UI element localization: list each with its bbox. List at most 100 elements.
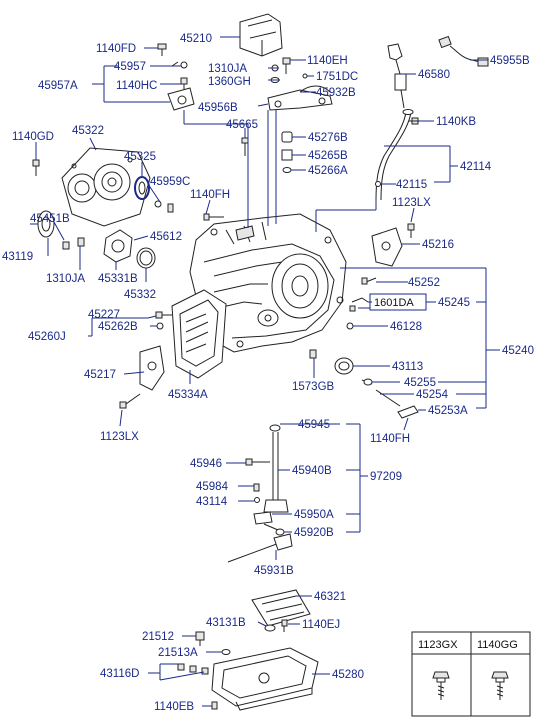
label-45334A[interactable]: 45334A <box>168 389 208 401</box>
label-1123LX-bot[interactable]: 1123LX <box>100 431 139 443</box>
label-43113[interactable]: 43113 <box>392 361 423 373</box>
bolt-1140GD-drawing <box>32 159 40 176</box>
label-1140FH-bot[interactable]: 1140FH <box>370 433 410 445</box>
label-45325[interactable]: 45325 <box>124 151 156 163</box>
label-1140HC[interactable]: 1140HC <box>116 80 157 92</box>
part-labels: 45210 1140FD 45957 45957A 1140HC 1310JA … <box>2 33 534 713</box>
seal-45325-drawing <box>134 176 150 200</box>
label-45945[interactable]: 45945 <box>298 419 330 431</box>
clip-45959C-drawing <box>154 200 174 213</box>
bolt-45227-drawing <box>155 311 172 330</box>
filter-46321-drawing <box>251 589 311 627</box>
label-43116D[interactable]: 43116D <box>100 668 139 680</box>
label-45217[interactable]: 45217 <box>84 369 116 381</box>
bracket-45957A-drawing <box>167 87 195 111</box>
filler-tube-42114-drawing <box>375 109 420 201</box>
fasteners-45665-drawing <box>241 131 293 173</box>
label-45216[interactable]: 45216 <box>422 239 454 251</box>
label-45253A[interactable]: 45253A <box>428 405 468 417</box>
label-46128[interactable]: 46128 <box>390 321 422 333</box>
label-1310JA-left[interactable]: 1310JA <box>46 273 85 285</box>
label-45950A[interactable]: 45950A <box>294 509 334 521</box>
label-43131B[interactable]: 43131B <box>206 617 246 629</box>
label-45276B[interactable]: 45276B <box>308 132 348 144</box>
label-46321[interactable]: 46321 <box>314 591 346 603</box>
legend-col2-header: 1140GG <box>477 639 518 651</box>
label-45946[interactable]: 45946 <box>190 458 222 470</box>
label-1123LX-top[interactable]: 1123LX <box>392 197 431 209</box>
label-45332[interactable]: 45332 <box>124 289 156 301</box>
label-45252[interactable]: 45252 <box>408 277 440 289</box>
cable-bracket-45932B-drawing <box>267 85 333 111</box>
plug-1573GB-drawing <box>309 349 317 359</box>
label-45931B[interactable]: 45931B <box>254 565 294 577</box>
label-43119[interactable]: 43119 <box>2 251 33 263</box>
bolt-1123GX-icon <box>432 671 450 700</box>
label-45265B[interactable]: 45265B <box>308 150 348 162</box>
sensor-46580-drawing <box>387 43 407 109</box>
bolt-1140FD-drawing <box>157 43 167 56</box>
bolt-1140GG-icon <box>491 671 509 700</box>
label-1601DA[interactable]: 1601DA <box>374 297 414 309</box>
label-45940B[interactable]: 45940B <box>292 465 332 477</box>
cover-45322-drawing <box>61 147 151 227</box>
label-45322[interactable]: 45322 <box>72 125 104 137</box>
label-45612[interactable]: 45612 <box>150 231 182 243</box>
pump-45331B-drawing <box>103 229 156 269</box>
label-1140EJ[interactable]: 1140EJ <box>302 619 340 631</box>
shift-shaft-45940B-drawing <box>245 424 289 513</box>
fastener-cluster-top-drawing <box>270 57 308 83</box>
label-45955B[interactable]: 45955B <box>490 55 530 67</box>
label-1140FH-mid[interactable]: 1140FH <box>190 189 230 201</box>
label-45932B[interactable]: 45932B <box>316 87 356 99</box>
clip-45957-drawing <box>171 61 188 69</box>
valve-body-45334A-drawing <box>171 289 227 379</box>
label-45331B[interactable]: 45331B <box>98 273 138 285</box>
cable-rod-45931B-drawing <box>227 533 293 563</box>
leader-lines <box>30 36 500 707</box>
label-1751DC[interactable]: 1751DC <box>316 71 358 83</box>
label-1140EB[interactable]: 1140EB <box>154 701 194 713</box>
label-1140FD[interactable]: 1140FD <box>96 43 136 55</box>
label-1140EH[interactable]: 1140EH <box>307 55 348 67</box>
label-21513A[interactable]: 21513A <box>158 647 198 659</box>
label-45266A[interactable]: 45266A <box>308 165 348 177</box>
label-45210[interactable]: 45210 <box>180 33 212 45</box>
small-parts-45245-drawing <box>346 277 377 330</box>
label-42115[interactable]: 42115 <box>396 179 427 191</box>
label-45959C[interactable]: 45959C <box>150 176 190 188</box>
seal-45451B-drawing <box>37 210 85 250</box>
label-46580[interactable]: 46580 <box>418 69 450 81</box>
label-97209[interactable]: 97209 <box>370 471 402 483</box>
label-45957A[interactable]: 45957A <box>38 80 78 92</box>
label-45280[interactable]: 45280 <box>332 669 364 681</box>
label-1140GD[interactable]: 1140GD <box>12 131 54 143</box>
label-45262B[interactable]: 45262B <box>98 321 138 333</box>
bracket-45217-drawing <box>119 345 165 409</box>
label-45451B[interactable]: 45451B <box>30 213 70 225</box>
label-45957[interactable]: 45957 <box>114 61 146 73</box>
legend-table: 1123GX 1140GG <box>411 631 531 717</box>
label-45227[interactable]: 45227 <box>88 309 120 321</box>
drain-plug-21512-drawing <box>177 631 231 710</box>
label-45920B[interactable]: 45920B <box>294 527 334 539</box>
label-1310JA-top[interactable]: 1310JA <box>208 63 247 75</box>
label-43114[interactable]: 43114 <box>196 496 228 508</box>
label-45240[interactable]: 45240 <box>502 345 534 357</box>
label-1573GB[interactable]: 1573GB <box>292 381 335 393</box>
label-45255[interactable]: 45255 <box>404 377 436 389</box>
box-1601DA <box>369 293 427 311</box>
label-42114[interactable]: 42114 <box>460 161 492 173</box>
label-45665[interactable]: 45665 <box>226 119 258 131</box>
label-21512[interactable]: 21512 <box>142 631 174 643</box>
label-45984[interactable]: 45984 <box>196 481 229 493</box>
label-1360GH[interactable]: 1360GH <box>208 76 251 88</box>
label-45245[interactable]: 45245 <box>438 297 470 309</box>
label-45956B[interactable]: 45956B <box>198 102 238 114</box>
bracket-45210-drawing <box>239 13 283 57</box>
label-45254[interactable]: 45254 <box>416 389 449 401</box>
label-45260J[interactable]: 45260J <box>28 331 66 343</box>
label-1140KB[interactable]: 1140KB <box>436 116 476 128</box>
legend-col1-header: 1123GX <box>418 639 458 651</box>
